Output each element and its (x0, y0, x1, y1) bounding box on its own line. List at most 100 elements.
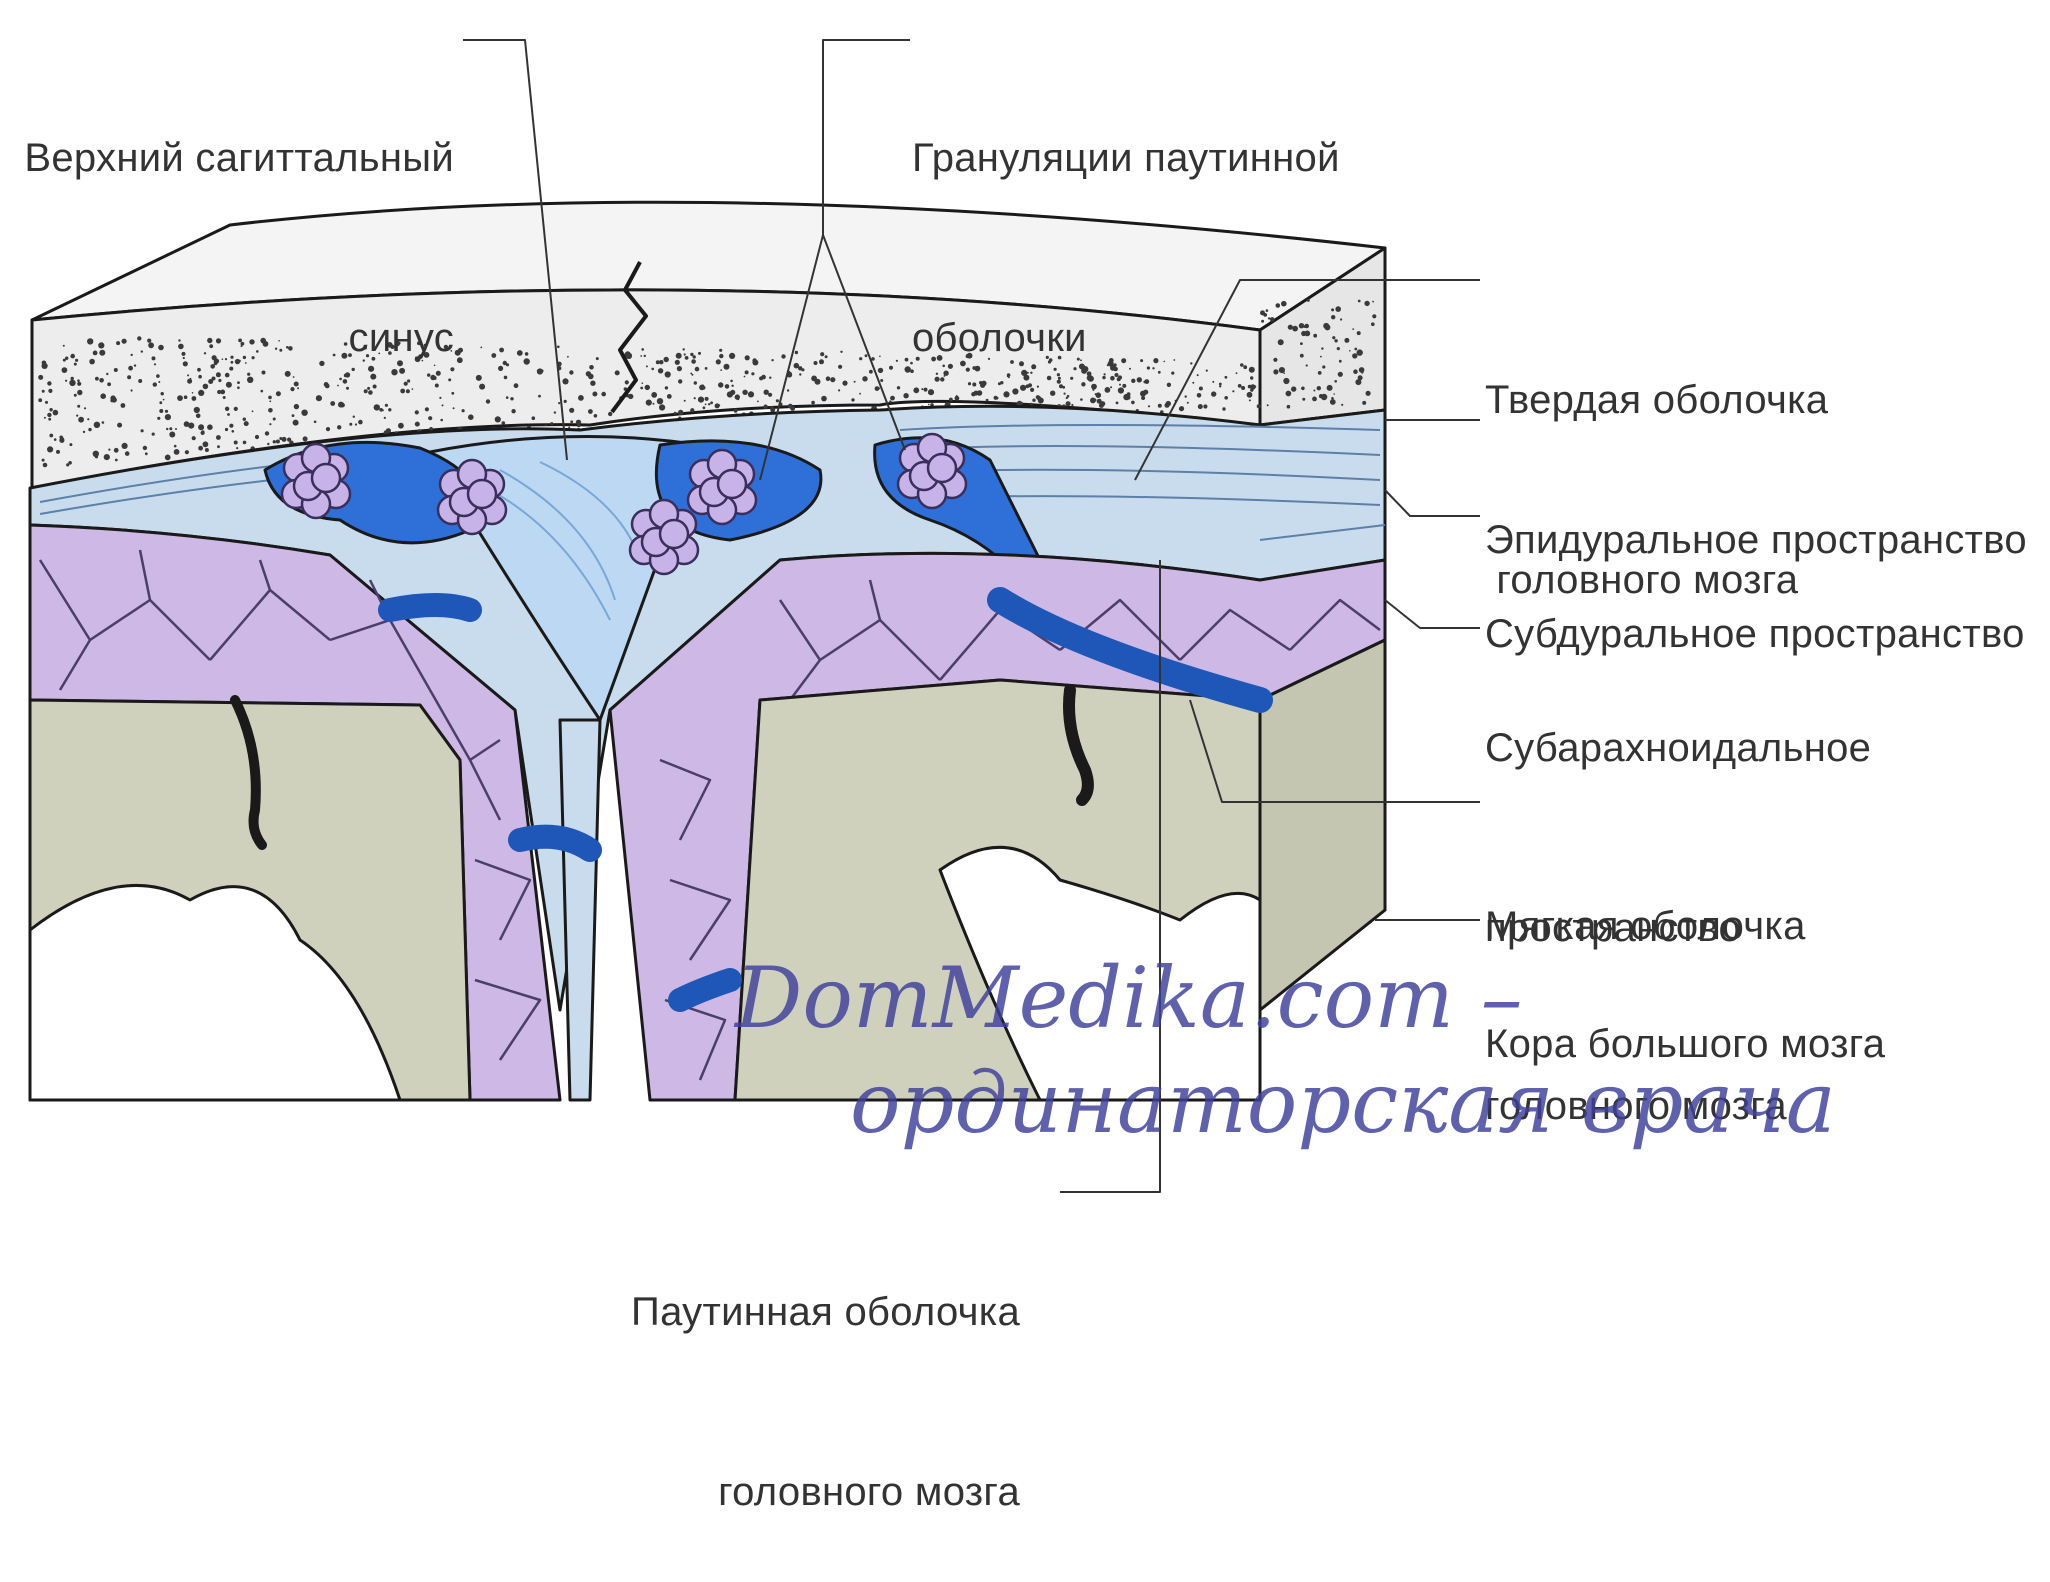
bone-speckle (205, 448, 209, 452)
bone-speckle (788, 404, 793, 409)
label-arachnoid-mater-line1: Паутинная оболочка (600, 1282, 1020, 1342)
bone-speckle (1358, 375, 1363, 380)
bone-speckle (217, 445, 220, 448)
bone-speckle (578, 395, 584, 401)
bone-speckle (1357, 349, 1363, 355)
bone-speckle (799, 373, 801, 375)
bone-speckle (826, 376, 831, 381)
bone-speckle (715, 403, 720, 408)
granulation-lobule (928, 454, 956, 482)
bone-speckle (683, 348, 685, 350)
bone-speckle (174, 445, 177, 448)
bone-speckle (879, 356, 881, 358)
bone-speckle (54, 438, 57, 441)
bone-speckle (742, 390, 747, 395)
bone-speckle (115, 459, 118, 462)
label-arachnoid-mater: Паутинная оболочка головного мозга (600, 1162, 1020, 1582)
bone-speckle (185, 450, 189, 454)
label-arachnoid-granulations-line2: оболочки (912, 308, 1340, 368)
bone-speckle (166, 428, 168, 430)
bone-speckle (1354, 348, 1357, 351)
bone-speckle (628, 394, 633, 399)
bone-speckle (143, 446, 147, 450)
cortical-vessel-left (390, 605, 470, 610)
bone-speckle (659, 404, 665, 410)
bone-speckle (838, 389, 840, 391)
bone-speckle (1361, 371, 1363, 373)
bone-speckle (840, 351, 842, 353)
bone-speckle (731, 385, 733, 387)
bone-speckle (1372, 301, 1374, 303)
bone-speckle (601, 392, 606, 397)
falx-cerebri (560, 720, 600, 1100)
bone-speckle (517, 350, 523, 356)
bone-speckle (875, 386, 880, 391)
bone-speckle (524, 358, 530, 364)
bone-speckle (1357, 331, 1361, 335)
granulation-lobule (312, 464, 340, 492)
bone-speckle (869, 370, 873, 374)
bone-speckle (729, 353, 735, 359)
bone-speckle (820, 352, 824, 356)
bone-speckle (282, 437, 287, 442)
bone-speckle (651, 368, 654, 371)
bone-speckle (114, 448, 119, 453)
bone-speckle (558, 402, 560, 404)
bone-speckle (83, 431, 85, 433)
bone-speckle (569, 370, 573, 374)
bone-speckle (511, 409, 515, 413)
bone-speckle (657, 398, 663, 404)
bone-speckle (691, 359, 696, 364)
bone-speckle (457, 357, 463, 363)
bone-speckle (705, 404, 707, 406)
bone-speckle (854, 381, 856, 383)
bone-speckle (567, 356, 569, 358)
bone-speckle (658, 368, 663, 373)
bone-speckle (878, 368, 883, 373)
bone-speckle (495, 416, 501, 422)
bone-speckle (677, 366, 682, 371)
bone-speckle (745, 370, 749, 374)
bone-speckle (646, 400, 652, 406)
bone-speckle (468, 414, 474, 420)
bone-speckle (838, 365, 842, 369)
bone-speckle (752, 360, 758, 366)
bone-speckle (734, 409, 738, 413)
bone-speckle (676, 353, 682, 359)
bone-speckle (859, 393, 861, 395)
watermark-line1: DomMedika.com – (735, 950, 1523, 1046)
bone-speckle (42, 459, 45, 462)
bone-speckle (641, 348, 644, 351)
bone-speckle (653, 403, 655, 405)
bone-speckle (203, 441, 209, 447)
bone-speckle (225, 428, 228, 431)
bone-speckle (698, 352, 701, 355)
bone-speckle (576, 420, 581, 425)
bone-speckle (95, 455, 98, 458)
bone-speckle (665, 386, 668, 389)
bone-speckle (814, 361, 818, 365)
bone-speckle (1344, 338, 1349, 343)
bone-speckle (145, 452, 148, 455)
bone-speckle (175, 428, 177, 430)
bone-speckle (815, 379, 821, 385)
bone-speckle (737, 398, 739, 400)
bone-speckle (68, 461, 72, 465)
bone-speckle (234, 441, 238, 445)
bone-speckle (504, 376, 508, 380)
bone-speckle (174, 449, 180, 455)
bone-speckle (705, 397, 709, 401)
bone-speckle (88, 428, 91, 431)
bone-speckle (659, 360, 663, 364)
bone-speckle (781, 354, 785, 358)
bone-speckle (202, 430, 205, 433)
bone-speckle (674, 412, 677, 415)
bone-speckle (1340, 318, 1342, 320)
bone-speckle (880, 379, 883, 382)
bone-speckle (757, 401, 759, 403)
bone-speckle (476, 375, 482, 381)
bone-speckle (192, 436, 196, 440)
bone-speckle (896, 360, 898, 362)
label-superior-sagittal-sinus-line2: синус (14, 308, 454, 368)
bone-speckle (1352, 353, 1357, 358)
